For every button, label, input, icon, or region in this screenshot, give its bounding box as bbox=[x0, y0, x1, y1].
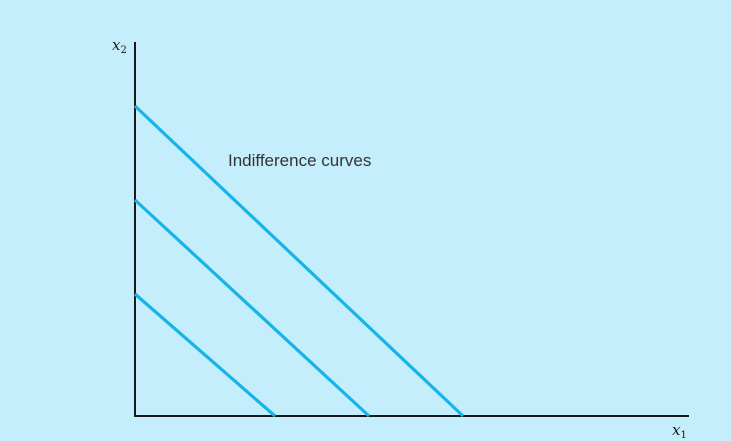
indifference-curve-middle bbox=[133, 198, 371, 418]
x-axis-subscript: 1 bbox=[680, 430, 687, 441]
x-axis-variable: x bbox=[672, 421, 681, 439]
x-axis-label: x1 bbox=[672, 423, 687, 441]
indifference-curve-high bbox=[133, 104, 465, 418]
indifference-curves-label: Indifference curves bbox=[228, 151, 372, 170]
y-axis-label: x2 bbox=[112, 38, 127, 56]
y-axis-variable: x bbox=[112, 36, 121, 54]
indifference-curve-low bbox=[133, 292, 277, 418]
y-axis-subscript: 2 bbox=[120, 45, 127, 56]
indifference-curves-group bbox=[133, 104, 465, 418]
